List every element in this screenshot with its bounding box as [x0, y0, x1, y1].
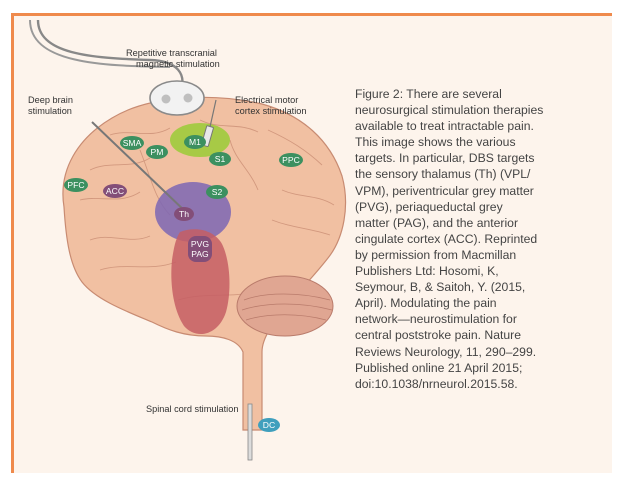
caption-line: network—neurostimulation for [355, 311, 605, 327]
region-ppc-label: PPC [282, 155, 300, 165]
brain-stimulation-illustration: Repetitive transcranial magnetic stimula… [14, 16, 354, 466]
caption-line: Reviews Neurology, 11, 290–299. [355, 344, 605, 360]
tms-coil-right-ring [184, 94, 193, 103]
region-sma-label: SMA [123, 138, 142, 148]
caption-line: the sensory thalamus (Th) (VPL/ [355, 166, 605, 182]
caption-line: by permission from Macmillan [355, 247, 605, 263]
region-m1-label: M1 [189, 137, 201, 147]
figure-caption: Figure 2: There are several neurosurgica… [355, 86, 605, 392]
label-emcs-line2: cortex stimulation [235, 106, 307, 116]
region-dc-label: DC [263, 420, 275, 430]
caption-line: targets. In particular, DBS targets [355, 150, 605, 166]
region-s1-label: S1 [215, 154, 226, 164]
caption-line: (PVG), periaqueductal grey [355, 199, 605, 215]
region-m1: M1 [184, 135, 206, 149]
tms-coil [150, 81, 204, 115]
caption-line: Seymour, B, & Saitoh, Y. (2015, [355, 279, 605, 295]
caption-line: Published online 21 April 2015; [355, 360, 605, 376]
cerebellum [237, 276, 333, 336]
region-dc: DC [258, 418, 280, 432]
caption-line: Publishers Ltd: Hosomi, K, [355, 263, 605, 279]
region-th-label: Th [179, 209, 189, 219]
region-acc: ACC [103, 184, 127, 198]
caption-line: VPM), periventricular grey matter [355, 183, 605, 199]
region-pm-label: PM [151, 147, 164, 157]
caption-line: central poststroke pain. Nature [355, 327, 605, 343]
region-pag-label: PAG [191, 249, 209, 259]
region-pvg-pag: PVG PAG [188, 236, 212, 262]
region-acc-label: ACC [106, 186, 124, 196]
label-emcs-line1: Electrical motor [235, 95, 298, 105]
region-ppc: PPC [279, 153, 303, 167]
caption-line: This image shows the various [355, 134, 605, 150]
label-dbs-line2: stimulation [28, 106, 72, 116]
caption-line: cingulate cortex (ACC). Reprinted [355, 231, 605, 247]
caption-line: neurosurgical stimulation therapies [355, 102, 605, 118]
region-pm: PM [146, 145, 168, 159]
region-pvg-label: PVG [191, 239, 209, 249]
region-pfc-label: PFC [67, 180, 84, 190]
tms-coil-left-ring [162, 95, 171, 104]
region-s2: S2 [206, 185, 228, 199]
region-s1: S1 [209, 152, 231, 166]
label-dbs-line1: Deep brain [28, 95, 73, 105]
scs-electrode [248, 404, 252, 460]
region-th: Th [174, 207, 194, 221]
caption-line: doi:10.1038/nrneurol.2015.58. [355, 376, 605, 392]
region-sma: SMA [120, 136, 144, 150]
label-tms-line2: magnetic stimulation [136, 59, 220, 69]
label-tms-line1: Repetitive transcranial [126, 48, 217, 58]
label-scs: Spinal cord stimulation [146, 404, 238, 414]
region-pfc: PFC [64, 178, 88, 192]
caption-line: matter (PAG), and the anterior [355, 215, 605, 231]
caption-line: April). Modulating the pain [355, 295, 605, 311]
caption-line: available to treat intractable pain. [355, 118, 605, 134]
region-s2-label: S2 [212, 187, 223, 197]
caption-line: Figure 2: There are several [355, 86, 605, 102]
